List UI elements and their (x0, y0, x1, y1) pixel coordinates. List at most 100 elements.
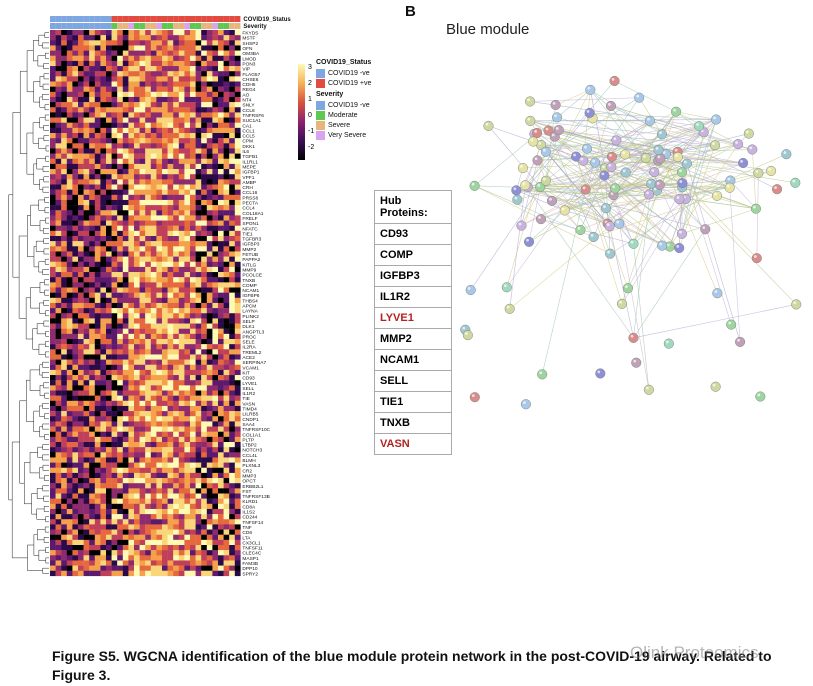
heatmap-cell (234, 261, 241, 268)
heatmap-cell (184, 488, 191, 494)
heatmap-cell (128, 436, 135, 443)
heatmap-cell (55, 493, 62, 499)
heatmap-cell (156, 277, 163, 283)
heatmap-cell (229, 354, 235, 360)
heatmap-cell (139, 313, 146, 319)
node-highlight (757, 393, 761, 397)
heatmap-cell (66, 50, 73, 56)
row-label: LILRB5 (242, 412, 258, 418)
heatmap-cell (195, 153, 202, 159)
protein-node (575, 224, 586, 236)
heatmap-cell (134, 210, 140, 216)
heatmap-cell (50, 457, 56, 463)
protein-node (657, 240, 668, 251)
heatmap-cell (100, 251, 107, 257)
heatmap-cell (89, 35, 95, 41)
heatmap-cell (206, 514, 213, 520)
heatmap-cell (234, 35, 241, 41)
heatmap-cell (195, 436, 202, 443)
heatmap-cell (212, 555, 219, 561)
heatmap-cell (178, 534, 185, 541)
heatmap-cell (167, 436, 174, 443)
heatmap-cell (100, 313, 107, 319)
protein-node (790, 177, 801, 188)
heatmap-cell (66, 452, 73, 458)
heatmap-cell (218, 467, 224, 474)
heatmap-cell (195, 503, 202, 510)
heatmap-cell (145, 246, 151, 252)
heatmap-cell (218, 210, 224, 216)
heatmap-cell (145, 493, 151, 499)
heatmap-cell (173, 323, 179, 329)
heatmap-cell (117, 81, 123, 87)
node-highlight (587, 86, 591, 90)
heatmap-cell (190, 534, 196, 541)
heatmap-cell (162, 251, 168, 257)
heatmap-cell (72, 205, 79, 211)
heatmap-cell (111, 143, 118, 149)
heatmap-cell (156, 328, 163, 335)
heatmap-cell (201, 333, 207, 340)
heatmap-cell (66, 488, 73, 494)
status-annotation-cell (190, 16, 196, 22)
heatmap-cell (100, 169, 107, 175)
heatmap-cell (167, 405, 174, 412)
heatmap-cell (167, 60, 174, 67)
heatmap-cell (72, 246, 79, 252)
heatmap-cell (78, 570, 84, 577)
heatmap-cell (206, 550, 213, 556)
heatmap-cell (134, 318, 140, 324)
heatmap-cell (190, 560, 196, 566)
heatmap-cell (106, 452, 112, 458)
heatmap-cell (173, 493, 179, 499)
heatmap-cell (134, 272, 140, 278)
heatmap-cell (134, 50, 140, 56)
heatmap-cell (117, 76, 123, 82)
heatmap-cell (55, 71, 62, 77)
heatmap-cell (173, 158, 179, 165)
row-label: PON3 (242, 61, 255, 67)
status-annotation-cell (156, 16, 162, 22)
heatmap-cell (229, 40, 235, 46)
heatmap-cell (229, 442, 235, 448)
heatmap-cell (206, 292, 213, 298)
heatmap-cell (234, 431, 241, 438)
dendrogram-branch (45, 52, 49, 59)
heatmap-cell (145, 66, 151, 72)
heatmap-cell (128, 411, 135, 417)
heatmap-cell (72, 390, 79, 396)
row-label: CCL1 (242, 128, 255, 134)
heatmap-cell (66, 395, 73, 401)
heatmap-cell (145, 395, 151, 401)
row-label: IGFBP1 (242, 170, 259, 176)
heatmap-cell (78, 431, 84, 438)
heatmap-cell (55, 184, 62, 190)
protein-node (540, 146, 551, 157)
heatmap-cell (206, 313, 213, 319)
heatmap-cell (206, 560, 213, 566)
heatmap-cell (206, 272, 213, 278)
heatmap-cell (72, 210, 79, 216)
heatmap-cell (150, 282, 157, 288)
heatmap-cell (212, 539, 219, 546)
heatmap-cell (156, 272, 163, 278)
heatmap-cell (55, 354, 62, 360)
heatmap-cell (201, 40, 207, 46)
heatmap-cell (106, 457, 112, 463)
heatmap-cell (111, 555, 118, 561)
severity-annotation-cell (206, 23, 213, 29)
node-highlight (755, 170, 759, 173)
heatmap-cell (178, 138, 185, 144)
heatmap-cell (195, 179, 202, 185)
heatmap-cell (156, 282, 163, 288)
legend-entry: COVID19 +ve (316, 78, 371, 88)
heatmap-cell (111, 189, 118, 195)
heatmap-cell (122, 519, 129, 525)
node-highlight (506, 305, 510, 309)
heatmap-cell (139, 205, 146, 211)
network-edge (548, 130, 716, 146)
heatmap-cell (55, 277, 62, 283)
heatmap-cell (167, 205, 174, 211)
node-highlight (696, 123, 699, 126)
node-highlight (666, 243, 670, 247)
